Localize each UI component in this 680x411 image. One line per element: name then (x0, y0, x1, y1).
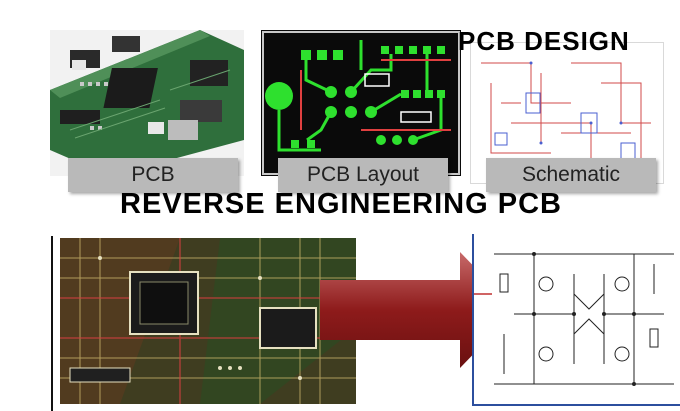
left-border-line (51, 236, 53, 411)
page-title: PCB DESIGN (458, 26, 630, 56)
pcb-layout-illustration (262, 31, 460, 175)
pcb-photo (50, 30, 244, 176)
arrow-right-icon (320, 252, 516, 368)
tab-schematic-label: Schematic (521, 163, 621, 186)
banner-title: REVERSE ENGINEERING PCB (120, 188, 562, 220)
tab-pcb-label: PCB (131, 163, 175, 186)
reverse-schematic-illustration (474, 252, 674, 386)
reverse-schematic-image (472, 234, 680, 406)
tab-schematic: Schematic (486, 158, 656, 192)
tab-pcb-layout-label: PCB Layout (306, 163, 420, 186)
pcb-layout-image (261, 30, 461, 176)
reverse-pcb-image (60, 238, 356, 404)
tab-pcb: PCB (68, 158, 238, 192)
tab-pcb-layout: PCB Layout (278, 158, 448, 192)
pcb-board-illustration (50, 30, 244, 176)
reverse-pcb-illustration (60, 238, 356, 404)
